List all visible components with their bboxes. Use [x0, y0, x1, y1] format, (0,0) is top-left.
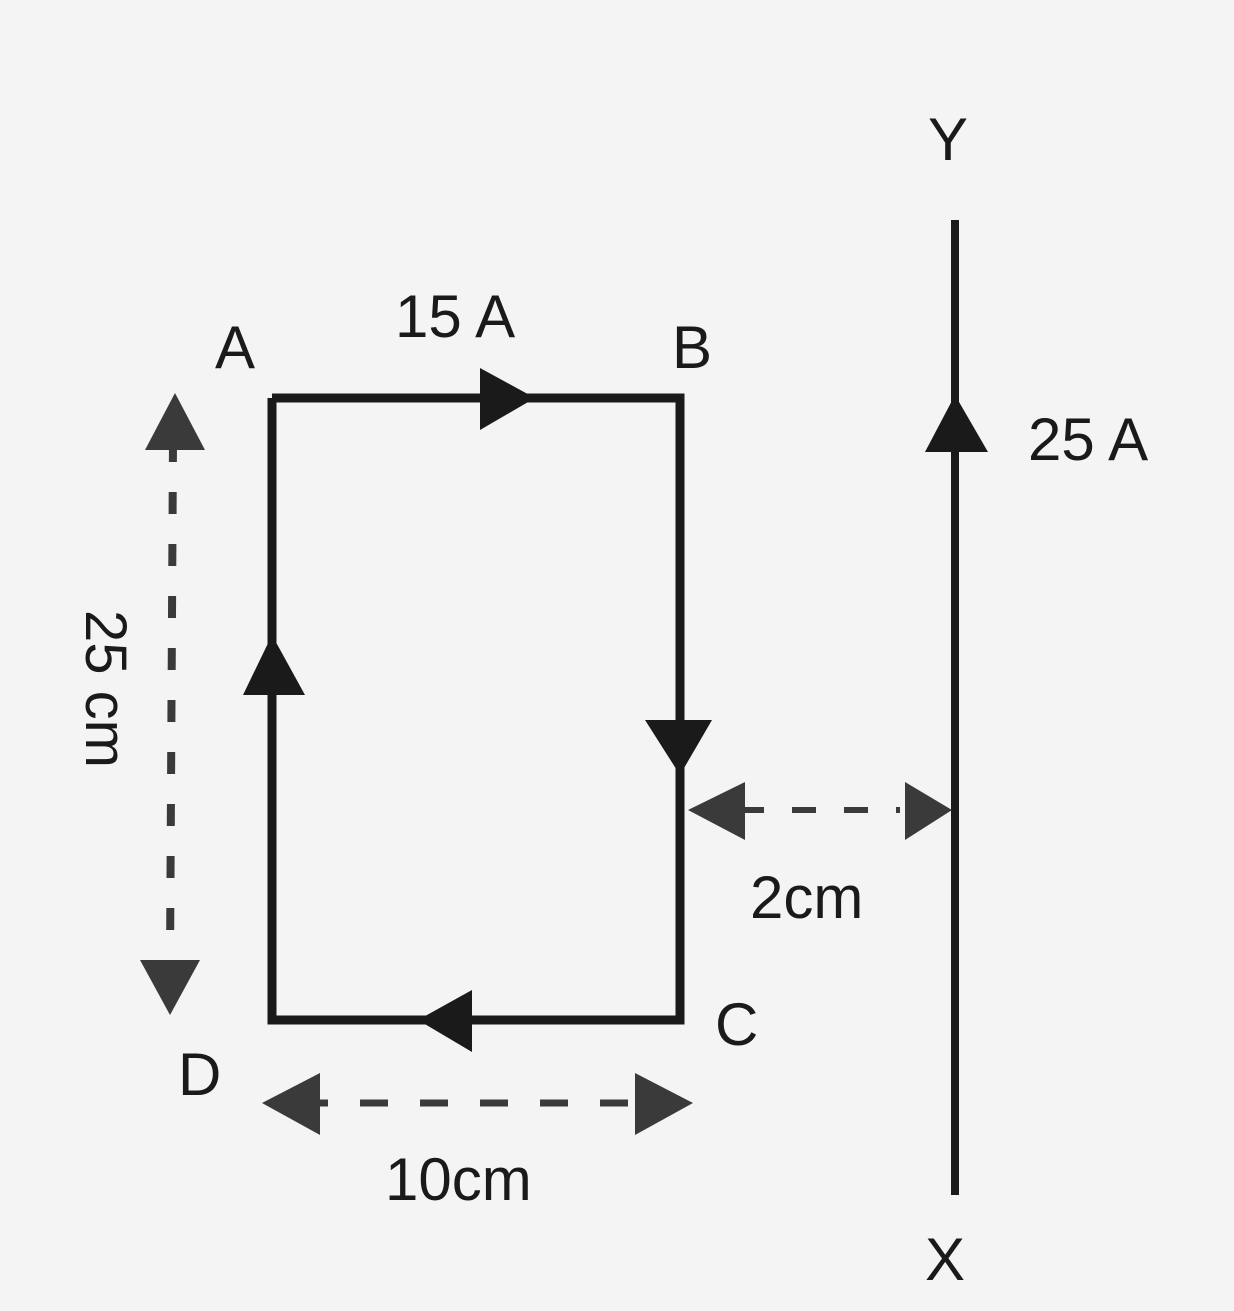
arrow-da-up-icon — [243, 635, 305, 695]
wire-bottom-label-x: X — [925, 1226, 966, 1293]
arrow-wire-up-icon — [925, 395, 988, 452]
vertex-c-label: C — [715, 991, 759, 1058]
wire-top-label-y: Y — [928, 106, 969, 173]
width-label: 10cm — [385, 1146, 532, 1213]
vertex-b-label: B — [672, 314, 713, 381]
separation-label: 2cm — [750, 864, 864, 931]
width-dimension — [262, 1073, 693, 1135]
vertex-d-label: D — [178, 1041, 222, 1108]
height-label: 25 cm — [73, 610, 138, 768]
vertex-a-label: A — [215, 314, 256, 381]
arrow-bc-down-icon — [645, 720, 712, 775]
arrow-cd-left-icon — [418, 990, 472, 1052]
wire-current-label: 25 A — [1028, 406, 1149, 473]
arrow-ab-right-icon — [480, 368, 535, 430]
separation-dimension — [688, 782, 952, 840]
height-dimension — [140, 393, 205, 1015]
loop-current-label: 15 A — [395, 283, 516, 350]
current-loop — [267, 393, 685, 1025]
